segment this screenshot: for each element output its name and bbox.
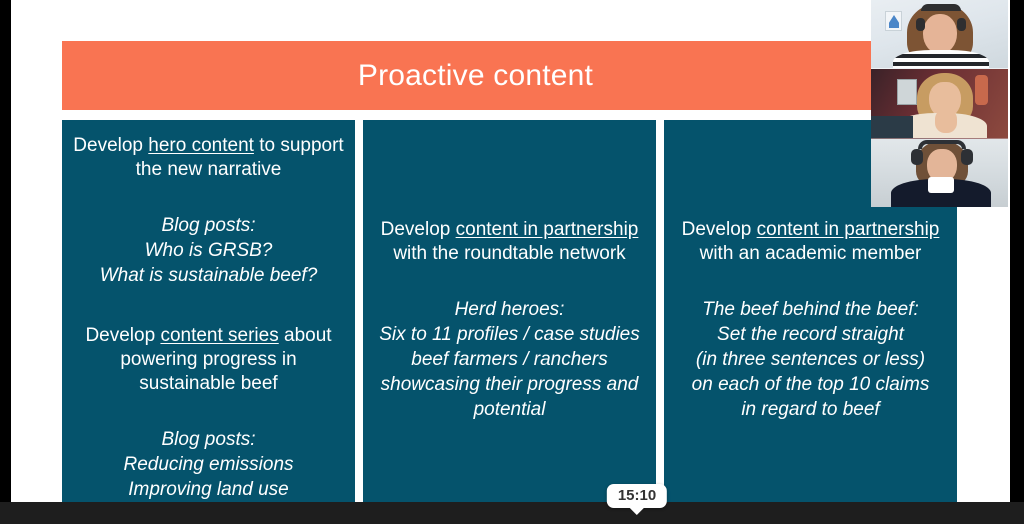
panel-1-lead-2-underlined: content series <box>160 324 279 346</box>
avatar-body <box>893 50 989 69</box>
presentation-slide: Proactive content Develop hero content t… <box>11 0 1010 502</box>
wall-art-decor <box>885 11 902 31</box>
headset-earcup-left-icon <box>916 18 925 31</box>
panel-2-lead-1-pre: Develop <box>380 219 456 240</box>
panel-3-sub-1-line-3: (in three sentences or less) <box>695 348 926 370</box>
lamp-decor <box>975 75 988 106</box>
panel-1-sub-2-line-3: Improving land use <box>128 478 289 500</box>
letterbox-left <box>0 0 11 502</box>
panel-2-sub-1-line-1: Herd heroes: <box>454 298 565 320</box>
panel-3-sub-1-line-4: on each of the top 10 claims <box>691 373 930 395</box>
spacer <box>674 283 947 297</box>
content-panel-3: Develop content in partnership with an a… <box>664 120 957 502</box>
panel-1-lead-1-post: to support the new narrative <box>135 135 344 181</box>
panel-3-lead-1: Develop content in partnership with an a… <box>674 218 947 267</box>
panel-3-sub-1: The beef behind the beef: Set the record… <box>674 297 947 422</box>
panel-3-sub-1-line-1: The beef behind the beef: <box>702 298 919 320</box>
avatar-face <box>923 14 957 54</box>
panel-3-lead-1-underlined: content in partnership <box>756 219 940 240</box>
panel-2-sub-1-line-2: Six to 11 profiles / case studies <box>379 323 640 345</box>
panel-3-lead-1-post: with an academic member <box>699 243 922 265</box>
spacer <box>72 304 345 324</box>
panel-1-lead-2: Develop content series about powering pr… <box>72 324 345 397</box>
panel-3-sub-1-line-5: in regard to beef <box>741 398 880 420</box>
spacer <box>72 413 345 427</box>
participant-video-tile-2[interactable] <box>871 69 1008 139</box>
panel-1-sub-1: Blog posts: Who is GRSB? What is sustain… <box>72 213 345 288</box>
panel-2-lead-1-underlined: content in partnership <box>455 219 639 240</box>
spacer <box>72 199 345 213</box>
playback-timestamp-tooltip[interactable]: 15:10 <box>606 484 668 509</box>
avatar-arm <box>935 109 957 134</box>
panel-1-lead-1: Develop hero content to support the new … <box>72 134 345 183</box>
panel-1-lead-1-underlined: hero content <box>148 135 254 156</box>
panel-2-sub-1-line-4: showcasing their progress and potential <box>380 373 639 420</box>
participant-video-tile-3[interactable] <box>871 138 1008 207</box>
panel-1-sub-2: Blog posts: Reducing emissions Improving… <box>72 427 345 502</box>
headphones-band-icon <box>918 139 966 149</box>
panel-2-lead-1: Develop content in partnership with the … <box>373 218 646 267</box>
panel-1-sub-2-line-2: Reducing emissions <box>123 453 294 475</box>
panel-1-lead-2-post: about powering progress in sustainable b… <box>120 324 332 395</box>
page-title: Proactive content <box>357 58 594 92</box>
panel-2-sub-1: Herd heroes: Six to 11 profiles / case s… <box>373 297 646 422</box>
avatar-collar <box>928 176 954 193</box>
letterbox-right <box>1010 0 1024 502</box>
panel-2-sub-1-line-3: beef farmers / ranchers <box>411 348 608 370</box>
participant-video-strip <box>871 0 1008 207</box>
panel-1-lead-1-pre: Develop <box>73 135 149 156</box>
panel-1-sub-1-line-3: What is sustainable beef? <box>99 264 318 286</box>
player-bottom-bar <box>0 502 1024 524</box>
headset-band-icon <box>921 4 961 11</box>
headphones-earcup-left-icon <box>911 148 923 165</box>
slide-title-banner: Proactive content <box>62 41 889 110</box>
panel-1-lead-2-pre: Develop <box>85 324 161 346</box>
spacer <box>373 283 646 297</box>
content-panel-1: Develop hero content to support the new … <box>62 120 355 502</box>
spacer <box>373 134 646 218</box>
desk-decor <box>871 115 913 138</box>
panel-3-sub-1-line-2: Set the record straight <box>717 323 904 345</box>
panel-2-lead-1-post: with the roundtable network <box>393 243 626 265</box>
content-panel-2: Develop content in partnership with the … <box>363 120 656 502</box>
panel-1-sub-1-line-1: Blog posts: <box>161 214 256 236</box>
wall-frame-decor <box>897 79 917 106</box>
panel-3-lead-1-pre: Develop <box>681 219 757 240</box>
panel-1-sub-2-line-1: Blog posts: <box>161 428 256 450</box>
headphones-earcup-right-icon <box>961 148 973 165</box>
participant-video-tile-1[interactable] <box>871 0 1008 70</box>
panel-1-sub-1-line-2: Who is GRSB? <box>144 239 273 261</box>
headset-earcup-right-icon <box>957 18 966 31</box>
